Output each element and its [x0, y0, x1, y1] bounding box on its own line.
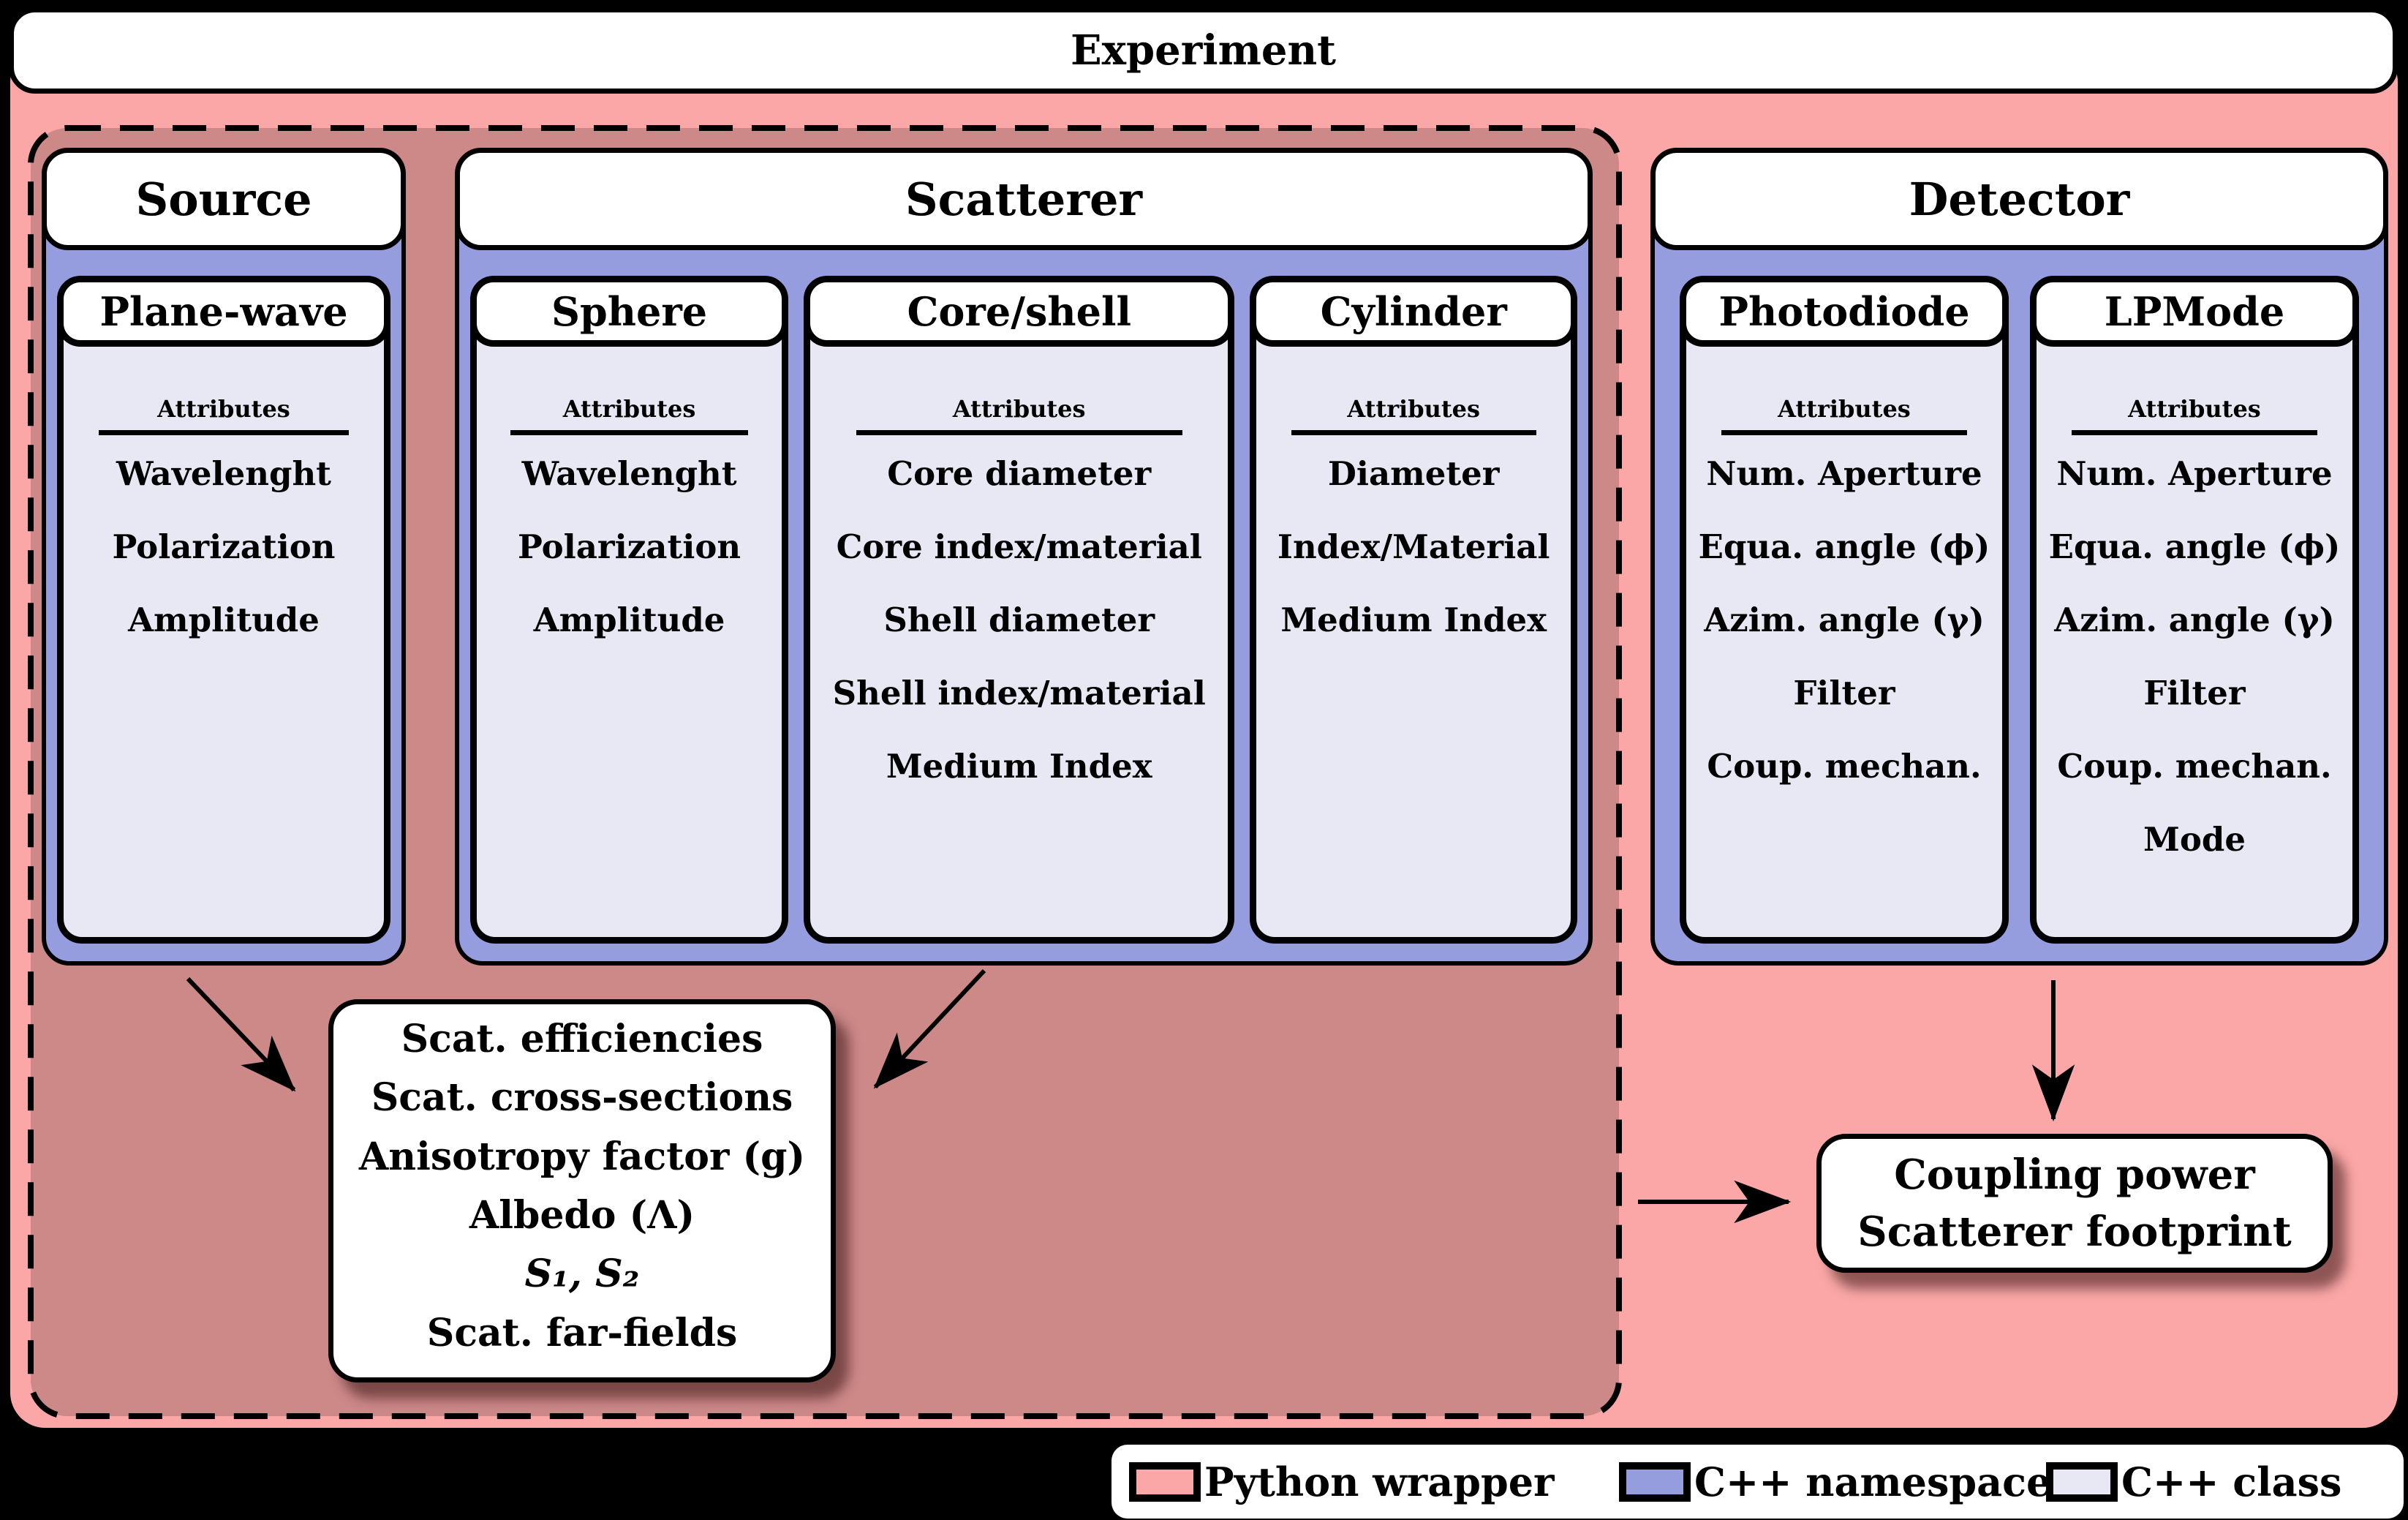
attributes-rule	[856, 430, 1182, 435]
python-wrapper-swatch	[1129, 1461, 1201, 1502]
sphere-header: Sphere	[470, 276, 789, 347]
legend-label: C++ namespace	[1694, 1458, 2052, 1505]
output-line: Scatterer footprint	[1857, 1208, 2292, 1256]
attribute-line: Polarization	[518, 527, 741, 566]
legend: Python wrapper C++ namespace C++ class	[1111, 1445, 2404, 1519]
attribute-line: Wavelenght	[521, 454, 737, 493]
source-group-title: Source	[135, 172, 312, 226]
output-line: Anisotropy factor (g)	[358, 1134, 806, 1179]
output-line: Scat. far-fields	[426, 1310, 738, 1355]
plane-wave-title: Plane-wave	[99, 287, 348, 335]
attribute-line: Num. Aperture	[2056, 454, 2333, 493]
attribute-line: Azim. angle (γ)	[1704, 600, 1985, 639]
attributes-heading: Attributes	[1778, 395, 1911, 423]
photodiode-header: Photodiode	[1680, 276, 2009, 347]
photodiode-title: Photodiode	[1718, 287, 1970, 335]
attributes-heading: Attributes	[952, 395, 1086, 423]
attributes-heading: Attributes	[562, 395, 696, 423]
lpmode-header: LPMode	[2030, 276, 2359, 347]
attribute-line: Equa. angle (ϕ)	[1698, 527, 1990, 566]
attribute-line: Coup. mechan.	[2057, 746, 2332, 786]
core-shell-header: Core/shell	[804, 276, 1235, 347]
legend-label: Python wrapper	[1204, 1458, 1555, 1505]
sphere-title: Sphere	[551, 287, 708, 335]
attributes-heading: Attributes	[1347, 395, 1480, 423]
attribute-line: Medium Index	[1280, 600, 1547, 639]
attribute-line: Coup. mechan.	[1707, 746, 1982, 786]
attributes-rule	[510, 430, 749, 435]
cylinder-header: Cylinder	[1250, 276, 1577, 347]
attribute-line: Shell diameter	[883, 600, 1155, 639]
attribute-line: Amplitude	[128, 600, 320, 639]
attribute-line: Equa. angle (ϕ)	[2048, 527, 2341, 566]
attribute-line: Polarization	[112, 527, 336, 566]
experiment-title: Experiment	[1070, 26, 1337, 75]
attribute-line: Azim. angle (γ)	[2054, 600, 2335, 639]
attribute-line: Wavelenght	[116, 454, 331, 493]
attribute-line: Mode	[2143, 819, 2246, 859]
legend-item-cpp-namespace: C++ namespace	[1619, 1445, 2051, 1519]
cpp-namespace-swatch	[1619, 1461, 1691, 1502]
cylinder-title: Cylinder	[1320, 287, 1507, 335]
attributes-rule	[2071, 430, 2318, 435]
attributes-heading: Attributes	[2128, 395, 2261, 423]
output-line: S₁, S₂	[524, 1252, 640, 1297]
attributes-rule	[1291, 430, 1536, 435]
scatterer-group-title: Scatterer	[905, 172, 1143, 226]
output-line: Coupling power	[1894, 1151, 2255, 1199]
core-shell-title: Core/shell	[907, 287, 1132, 335]
output-line: Albedo (Λ)	[469, 1193, 695, 1238]
attribute-line: Shell index/material	[832, 673, 1206, 712]
attribute-line: Diameter	[1327, 454, 1500, 493]
attribute-line: Num. Aperture	[1706, 454, 1982, 493]
scatterer-group-header: Scatterer	[455, 148, 1593, 250]
attributes-rule	[1721, 430, 1968, 435]
legend-label: C++ class	[2121, 1458, 2342, 1505]
output-line: Scat. efficiencies	[401, 1017, 763, 1062]
legend-item-cpp-class: C++ class	[2046, 1445, 2341, 1519]
attribute-line: Filter	[2143, 673, 2246, 712]
group-detector: Detector Photodiode Attributes Num. Aper…	[1650, 145, 2388, 966]
attributes-rule	[99, 430, 349, 435]
plane-wave-header: Plane-wave	[57, 276, 390, 347]
attribute-line: Amplitude	[533, 600, 725, 639]
output-line: Scat. cross-sections	[371, 1075, 793, 1121]
attribute-line: Core index/material	[836, 527, 1202, 566]
detector-group-title: Detector	[1909, 172, 2130, 226]
attributes-heading: Attributes	[157, 395, 290, 423]
attribute-line: Core diameter	[887, 454, 1152, 493]
attribute-line: Medium Index	[886, 746, 1152, 786]
lpmode-title: LPMode	[2104, 287, 2285, 335]
cpp-class-swatch	[2046, 1461, 2118, 1502]
legend-item-python-wrapper: Python wrapper	[1129, 1445, 1555, 1519]
experiment-banner: Experiment	[9, 7, 2398, 94]
source-group-header: Source	[42, 148, 406, 250]
attribute-line: Index/Material	[1277, 527, 1550, 566]
attribute-line: Filter	[1793, 673, 1895, 712]
detector-group-header: Detector	[1650, 148, 2388, 250]
